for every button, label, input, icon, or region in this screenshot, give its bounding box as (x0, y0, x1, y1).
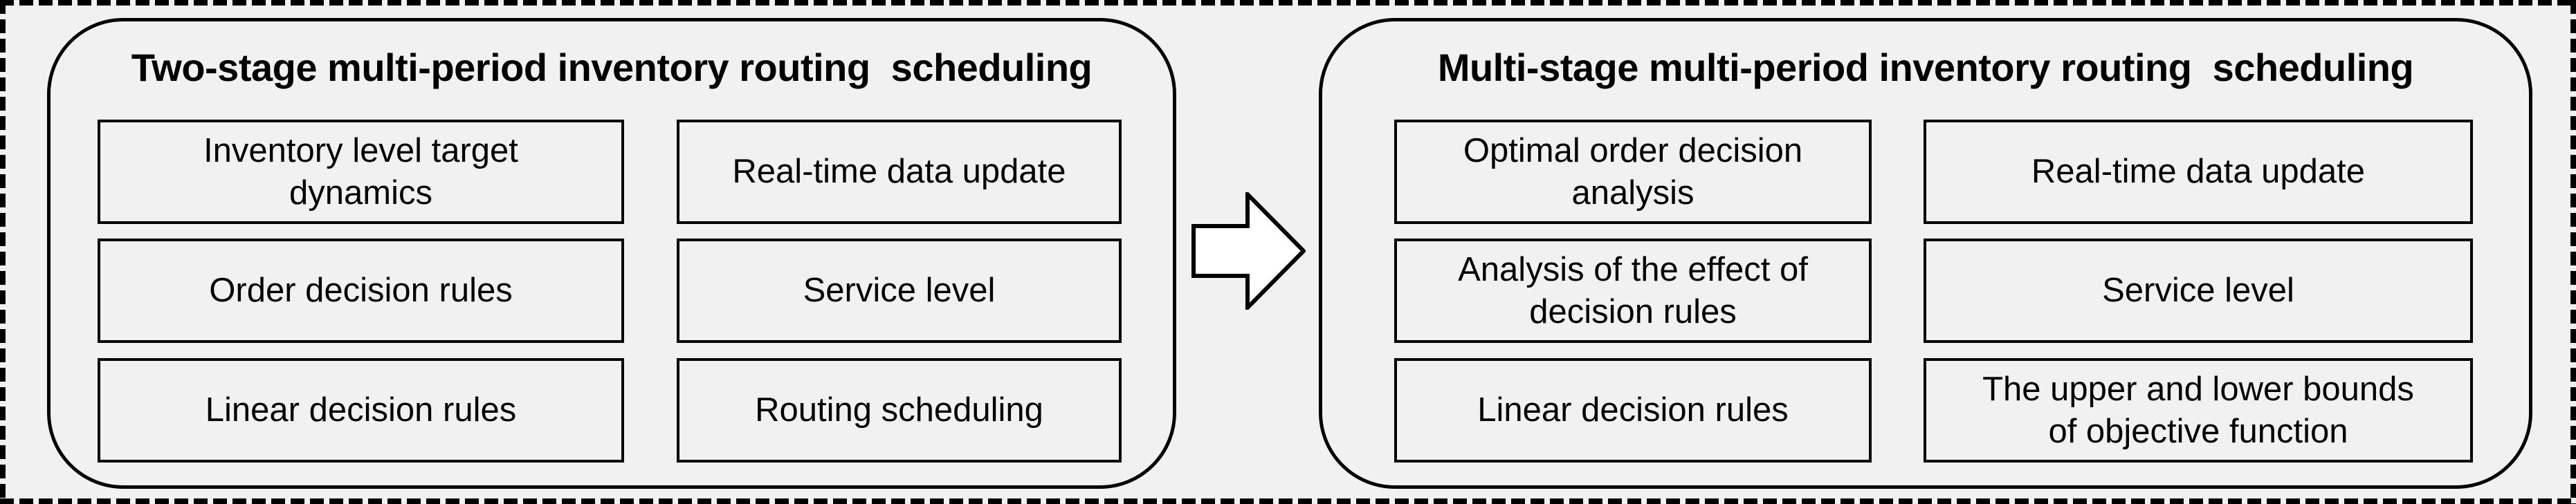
two-stage-panel: Two-stage multi-period inventory routing… (47, 18, 1176, 489)
box-upper-lower-bounds-objective-function: The upper and lower bounds of objective … (1924, 358, 2473, 463)
outer-dashed-border-right (2570, 0, 2576, 504)
box-inventory-level-target-dynamics: Inventory level target dynamics (98, 120, 624, 224)
box-service-level-left: Service level (677, 239, 1122, 343)
box-optimal-order-decision-analysis: Optimal order decision analysis (1394, 120, 1872, 224)
block-arrow-right-icon (1191, 192, 1306, 310)
box-routing-scheduling: Routing scheduling (677, 358, 1122, 463)
box-analysis-of-effect-of-decision-rules: Analysis of the effect of decision rules (1394, 239, 1872, 343)
box-linear-decision-rules-left: Linear decision rules (98, 358, 624, 463)
outer-dashed-border-left (0, 0, 6, 504)
box-service-level-right: Service level (1924, 239, 2473, 343)
outer-dashed-border-top (0, 0, 2576, 6)
box-real-time-data-update-right: Real-time data update (1924, 120, 2473, 224)
box-real-time-data-update-left: Real-time data update (677, 120, 1122, 224)
box-order-decision-rules: Order decision rules (98, 239, 624, 343)
multi-stage-panel: Multi-stage multi-period inventory routi… (1319, 18, 2532, 489)
outer-dashed-border-bottom (0, 498, 2576, 504)
two-stage-panel-title: Two-stage multi-period inventory routing… (131, 46, 1093, 89)
multi-stage-panel-title: Multi-stage multi-period inventory routi… (1437, 46, 2414, 89)
box-linear-decision-rules-right: Linear decision rules (1394, 358, 1872, 463)
